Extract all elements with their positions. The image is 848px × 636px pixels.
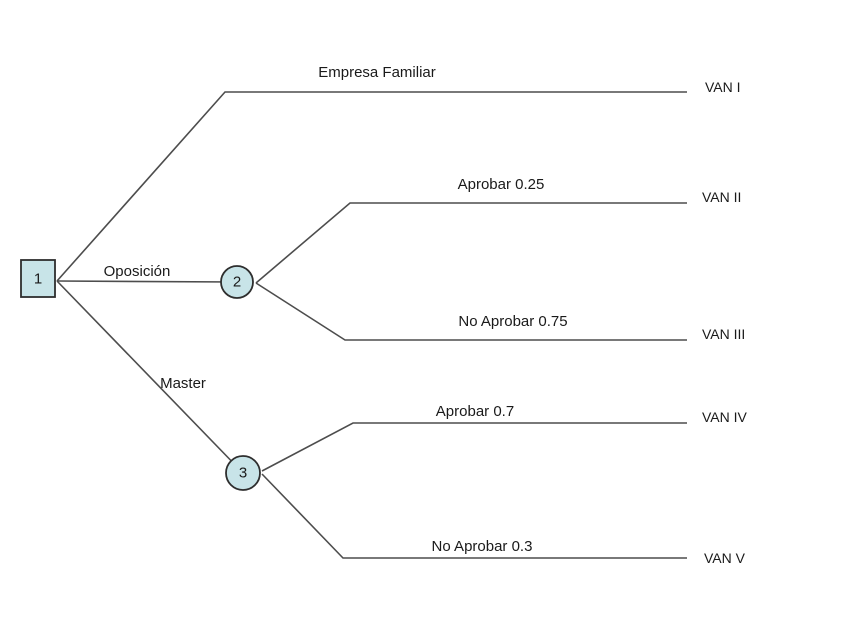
branch-label-empresa-familiar: Empresa Familiar	[318, 64, 436, 81]
decision-node-1	[20, 259, 56, 298]
chance-node-3	[225, 455, 261, 491]
branch-line-aprobar-07	[261, 422, 687, 472]
branch-line-aprobar-025	[255, 202, 687, 284]
branch-line-no-aprobar-075	[255, 282, 687, 341]
branch-line-master	[56, 280, 244, 474]
outcome-label-van-ii: VAN II	[702, 189, 741, 205]
chance-node-2	[220, 265, 254, 299]
outcome-label-van-v: VAN V	[704, 550, 746, 566]
decision-node-1-label: 1	[34, 271, 42, 288]
branch-label-master: Master	[160, 375, 206, 392]
branch-label-aprobar-025: Aprobar 0.25	[458, 176, 545, 193]
branch-label-no-aprobar-075: No Aprobar 0.75	[458, 313, 567, 330]
branch-label-oposicion: Oposición	[104, 263, 171, 280]
branch-line-empresa-familiar	[56, 91, 687, 282]
outcome-label-van-iii: VAN III	[702, 326, 745, 342]
chance-node-3-label: 3	[239, 465, 247, 482]
branch-label-no-aprobar-03: No Aprobar 0.3	[432, 538, 533, 555]
branch-line-oposicion	[56, 280, 238, 283]
outcome-label-van-iv: VAN IV	[702, 409, 748, 425]
outcome-label-van-i: VAN I	[705, 79, 741, 95]
branch-label-aprobar-07: Aprobar 0.7	[436, 403, 514, 420]
branch-line-no-aprobar-03	[261, 473, 687, 559]
chance-node-2-label: 2	[233, 274, 241, 291]
